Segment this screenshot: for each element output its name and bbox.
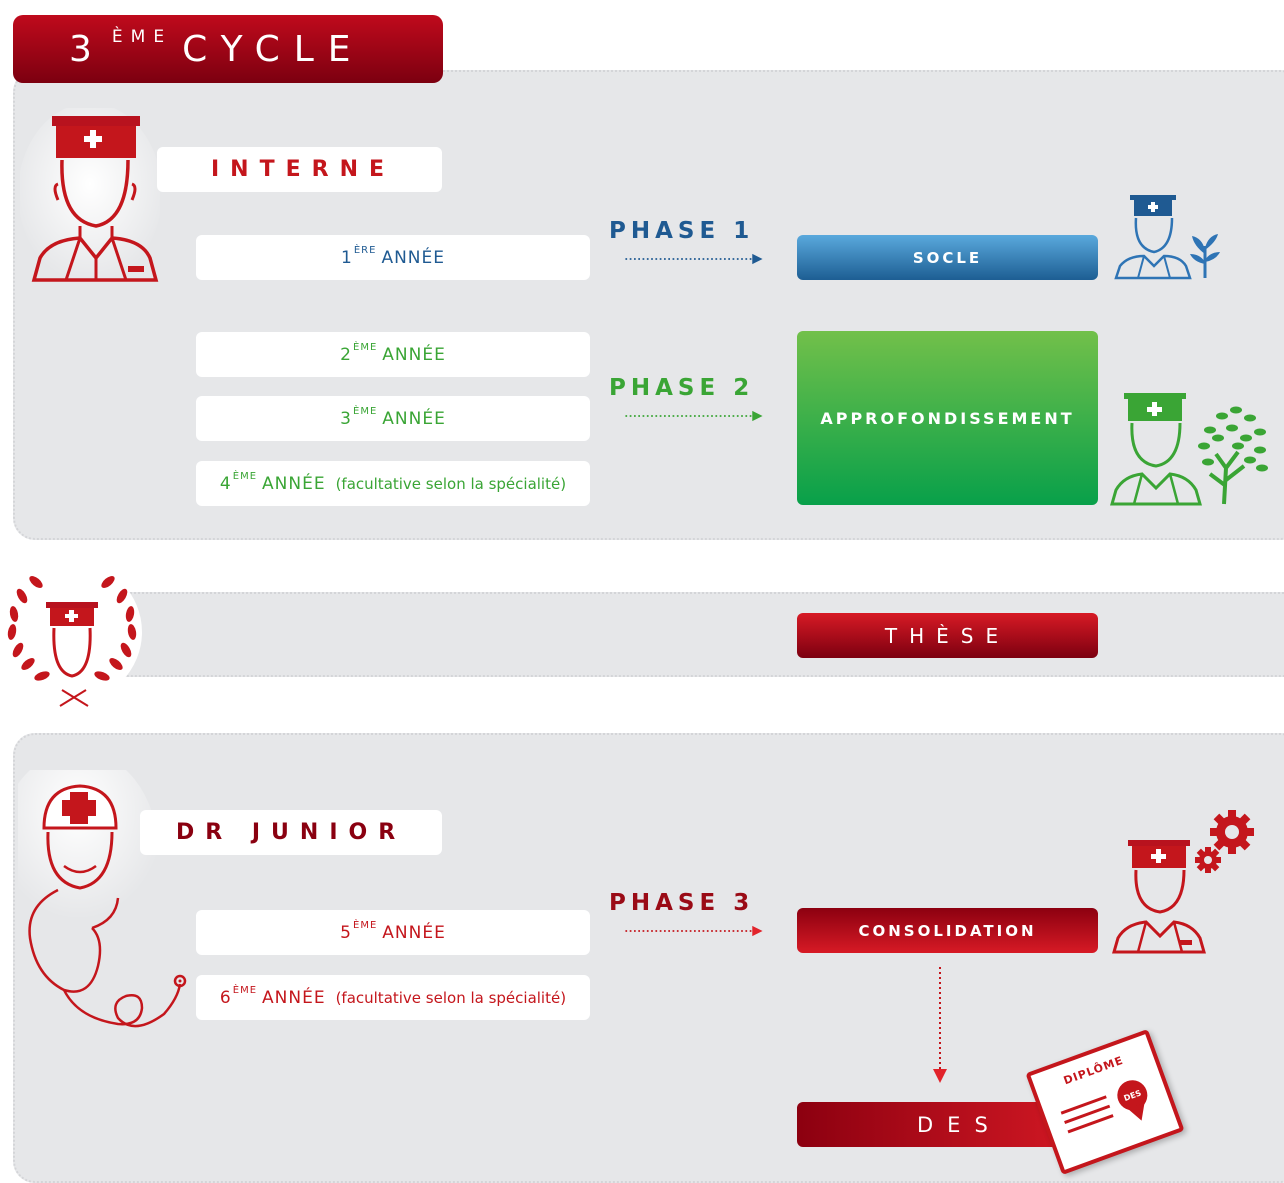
year-5-number: 5 [340,922,352,943]
year-4-label: ANNÉE [262,473,326,494]
year-2-suffix: ÈME [353,342,378,353]
phase-2-arrow-icon [625,410,763,422]
year-1-number: 1 [341,247,353,268]
diploma-line-1 [1060,1095,1107,1115]
year-4-number: 4 [219,473,232,494]
interne-title-box: INTERNE [157,147,442,192]
interne-title: INTERNE [211,157,396,182]
year-3-label: ANNÉE [382,408,446,429]
socle-label: SOCLE [912,248,983,267]
these-panel [100,592,1284,677]
socle-box: SOCLE [797,235,1098,280]
consolidation-box: CONSOLIDATION [797,908,1098,953]
year-6-label: ANNÉE [262,987,326,1008]
year-6-note: (facultative selon la spécialité) [335,988,567,1007]
year-5-suffix: ÈME [353,920,378,931]
graduate-laurel-icon [2,562,142,707]
year-1-label: ANNÉE [381,247,445,268]
cycle-number: 3 [69,28,106,70]
year-3-number: 3 [340,408,352,429]
des-label: DES [917,1112,1002,1137]
these-label: THÈSE [884,623,1011,648]
year-4-note: (facultative selon la spécialité) [335,474,567,493]
year-6-suffix: ÈME [232,985,258,996]
approfondissement-label: APPROFONDISSEMENT [820,408,1075,428]
intern-avatar-icon [20,108,160,283]
phase-3-arrow-icon [625,925,763,937]
diploma-seal-text: DES [1122,1087,1143,1103]
consolidation-label: CONSOLIDATION [858,921,1037,940]
green-doctor-tree-icon [1110,393,1268,506]
phase-1-arrow-icon [625,253,763,265]
junior-title-box: DR JUNIOR [140,810,442,855]
junior-stethoscope-icon [18,770,187,1028]
year-5-label: ANNÉE [382,922,446,943]
year-2-label: ANNÉE [382,344,446,365]
these-box: THÈSE [797,613,1098,658]
blue-doctor-sprout-icon [1114,195,1220,280]
red-doctor-gears-icon [1112,810,1254,954]
year-3-suffix: ÈME [353,406,378,417]
cycle-word: CYCLE [182,28,365,70]
cycle-header: 3 ÈME CYCLE [13,15,443,83]
year-1-suffix: ÈRE [353,245,377,256]
cycle-number-suffix: ÈME [111,27,173,47]
junior-title: DR JUNIOR [176,820,407,845]
phase-2-label: PHASE 2 [609,375,755,401]
phase-3-label: PHASE 3 [609,890,755,916]
approfondissement-box: APPROFONDISSEMENT [797,331,1098,505]
des-arrow-icon [933,967,947,1083]
year-6-number: 6 [219,987,232,1008]
year-4-suffix: ÈME [232,471,258,482]
phase-1-label: PHASE 1 [609,218,755,244]
year-2-number: 2 [340,344,352,365]
